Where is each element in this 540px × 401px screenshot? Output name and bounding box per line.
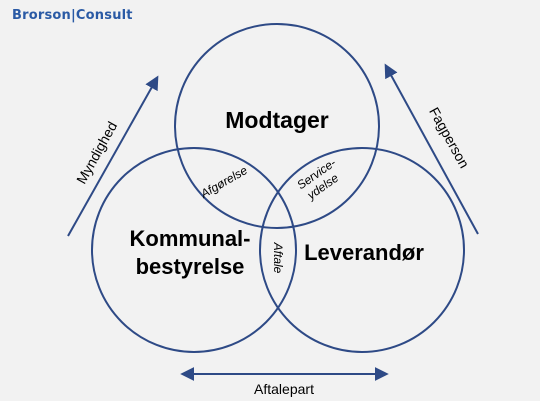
label-bestyrelse: bestyrelse <box>136 254 245 279</box>
label-modtager: Modtager <box>225 107 329 133</box>
label-afgoerelse: Afgørelse <box>197 163 250 201</box>
label-kommunal: Kommunal- <box>130 226 251 251</box>
label-leverandoer: Leverandør <box>304 240 424 265</box>
circle-kommunalbestyrelse <box>91 147 297 353</box>
label-aftale: Aftale <box>271 242 285 274</box>
label-aftalepart: Aftalepart <box>254 381 314 397</box>
arrow-myndighed <box>67 75 159 237</box>
circle-leverandoer <box>259 147 465 353</box>
label-myndighed: Myndighed <box>73 119 120 187</box>
brand-logo: Brorson|Consult <box>12 8 133 23</box>
arrow-fagperson <box>384 63 479 235</box>
label-fagperson: Fagperson <box>426 104 472 170</box>
circle-modtager <box>174 23 380 229</box>
